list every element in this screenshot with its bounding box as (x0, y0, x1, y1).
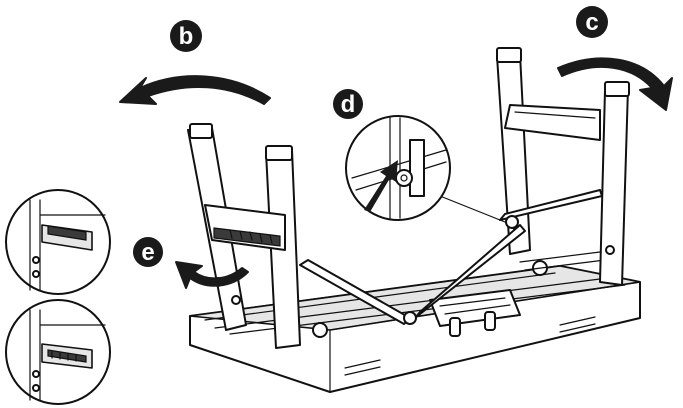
rotate-brace-arrow-icon (175, 261, 249, 289)
detail-circle-lower (5, 299, 111, 405)
detail-callout-d (345, 115, 506, 223)
diagonal-braces (299, 189, 603, 325)
step-b-label: b (179, 23, 194, 50)
step-e-label: e (141, 239, 154, 266)
step-c-badge: c (576, 6, 608, 38)
step-e-badge: e (133, 237, 163, 267)
detail-circle-upper (5, 189, 111, 295)
step-b-badge: b (170, 20, 202, 52)
push-arrow-icon (364, 160, 398, 212)
right-leg-assembly (496, 47, 630, 286)
rotate-right-arrow-icon (557, 57, 673, 111)
step-d-badge: d (333, 89, 363, 119)
step-c-label: c (585, 9, 598, 36)
step-d-label: d (341, 91, 356, 118)
rotate-left-arrow-icon (119, 75, 271, 105)
